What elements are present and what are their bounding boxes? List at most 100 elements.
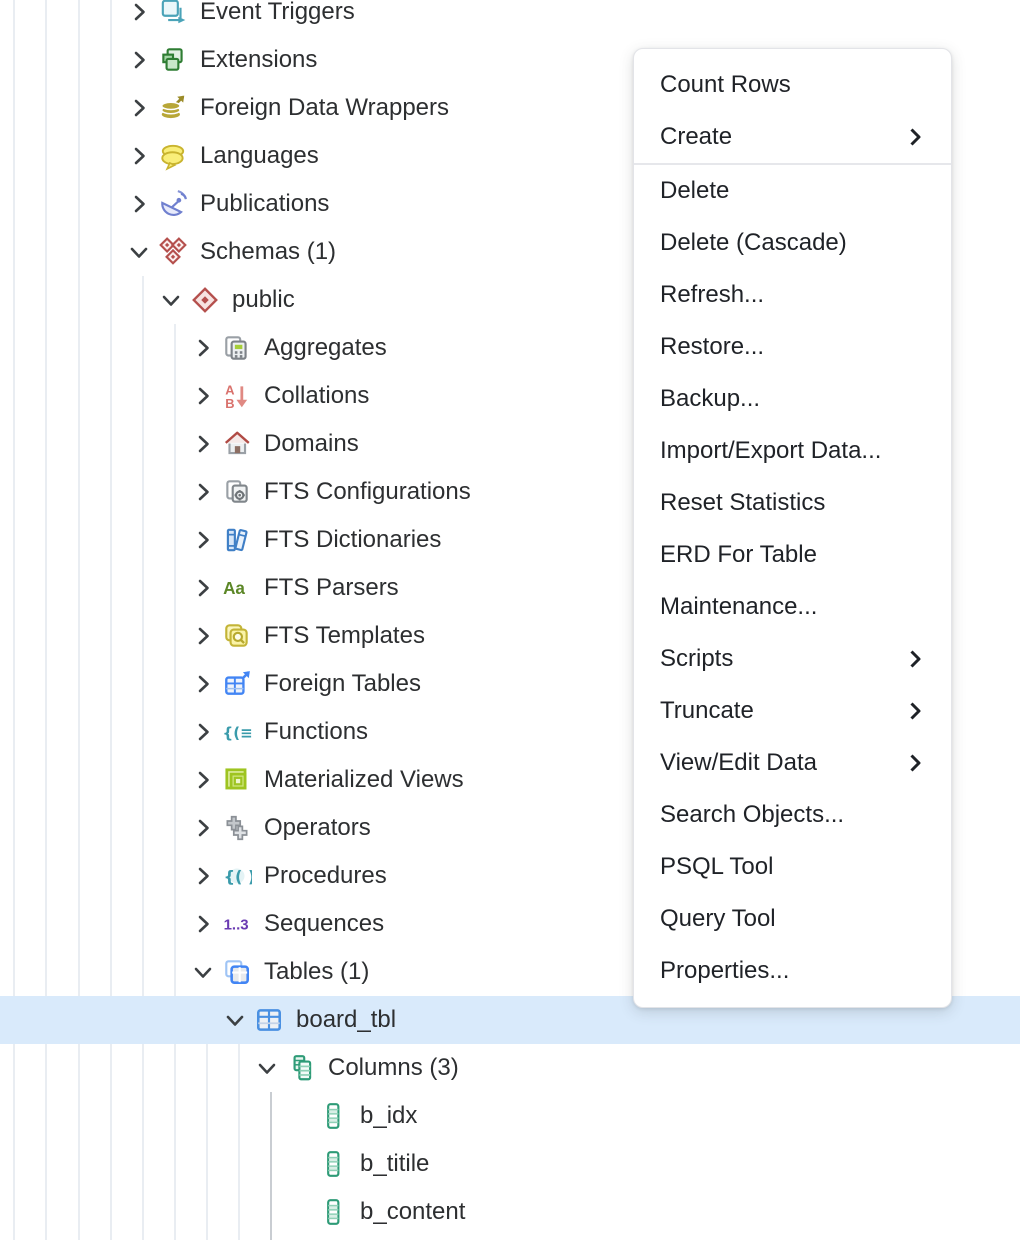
tree-item-extensions[interactable]: Extensions: [0, 36, 1020, 84]
table-icon: [254, 1005, 284, 1035]
chevron-right-icon[interactable]: [190, 719, 216, 745]
tree-item-operators[interactable]: Operators: [0, 804, 1020, 852]
tree-item-label: b_titile: [360, 1150, 430, 1177]
twisty-spacer: [286, 1151, 312, 1177]
menu-item-label: ERD For Table: [660, 541, 817, 568]
tree-item-materialized-views[interactable]: Materialized Views: [0, 756, 1020, 804]
chevron-right-icon[interactable]: [190, 671, 216, 697]
tree-item-label: FTS Templates: [264, 622, 425, 649]
tree-item-aggregates[interactable]: Aggregates: [0, 324, 1020, 372]
chevron-right-icon[interactable]: [190, 383, 216, 409]
chevron-down-icon[interactable]: [126, 239, 152, 265]
tree-item-fts-configurations[interactable]: FTS Configurations: [0, 468, 1020, 516]
chevron-right-icon[interactable]: [126, 191, 152, 217]
menu-item-import-export-data[interactable]: Import/Export Data...: [634, 425, 951, 477]
tree-item-tables-1[interactable]: Tables (1): [0, 948, 1020, 996]
tree-item-event-triggers[interactable]: Event Triggers: [0, 0, 1020, 36]
menu-item-query-tool[interactable]: Query Tool: [634, 893, 951, 945]
tree-item-fts-dictionaries[interactable]: FTS Dictionaries: [0, 516, 1020, 564]
menu-item-delete[interactable]: Delete: [634, 165, 951, 217]
tree-item-label: Domains: [264, 430, 359, 457]
tree-item-label: board_tbl: [296, 1006, 397, 1033]
menu-item-label: Properties...: [660, 957, 790, 984]
columns-icon: [286, 1053, 316, 1083]
menu-item-label: Delete: [660, 177, 730, 204]
menu-item-label: Delete (Cascade): [660, 229, 847, 256]
menu-item-restore[interactable]: Restore...: [634, 321, 951, 373]
tree-item-label: Operators: [264, 814, 371, 841]
chevron-right-icon[interactable]: [190, 527, 216, 553]
tree-item-columns-3[interactable]: Columns (3): [0, 1044, 1020, 1092]
menu-item-label: Truncate: [660, 697, 754, 724]
tree-item-foreign-tables[interactable]: Foreign Tables: [0, 660, 1020, 708]
chevron-down-icon[interactable]: [254, 1055, 280, 1081]
menu-item-label: Restore...: [660, 333, 765, 360]
chevron-down-icon[interactable]: [158, 287, 184, 313]
chevron-right-icon[interactable]: [190, 623, 216, 649]
indent-guide: [78, 0, 80, 1240]
menu-item-delete-cascade[interactable]: Delete (Cascade): [634, 217, 951, 269]
svg-text:Aa: Aa: [223, 578, 245, 598]
tree-item-fts-templates[interactable]: FTS Templates: [0, 612, 1020, 660]
menu-item-psql-tool[interactable]: PSQL Tool: [634, 841, 951, 893]
tree-item-schemas-1[interactable]: Schemas (1): [0, 228, 1020, 276]
tree-item-b-idx[interactable]: b_idx: [0, 1092, 1020, 1140]
menu-item-properties[interactable]: Properties...: [634, 945, 951, 997]
tree-item-label: Event Triggers: [200, 0, 355, 25]
menu-item-count-rows[interactable]: Count Rows: [634, 59, 951, 111]
svg-text:A: A: [225, 382, 234, 397]
chevron-right-icon[interactable]: [126, 0, 152, 25]
menu-item-erd-for-table[interactable]: ERD For Table: [634, 529, 951, 581]
menu-item-scripts[interactable]: Scripts: [634, 633, 951, 685]
tree-item-procedures[interactable]: {( )}Procedures: [0, 852, 1020, 900]
chevron-right-icon[interactable]: [126, 143, 152, 169]
tree-item-label: Functions: [264, 718, 369, 745]
procedures-icon: {( )}: [222, 861, 252, 891]
menu-item-reset-statistics[interactable]: Reset Statistics: [634, 477, 951, 529]
chevron-right-icon[interactable]: [190, 575, 216, 601]
tree-item-b-titile[interactable]: b_titile: [0, 1140, 1020, 1188]
tree-item-publications[interactable]: Publications: [0, 180, 1020, 228]
tree-item-functions[interactable]: {(≡)}Functions: [0, 708, 1020, 756]
submenu-arrow-icon: [903, 125, 927, 149]
tree-item-label: Materialized Views: [264, 766, 464, 793]
menu-item-maintenance[interactable]: Maintenance...: [634, 581, 951, 633]
chevron-right-icon[interactable]: [126, 95, 152, 121]
fts-configurations-icon: [222, 477, 252, 507]
extensions-icon: [158, 45, 188, 75]
menu-item-refresh[interactable]: Refresh...: [634, 269, 951, 321]
chevron-right-icon[interactable]: [190, 479, 216, 505]
menu-item-backup[interactable]: Backup...: [634, 373, 951, 425]
tree-item-public[interactable]: public: [0, 276, 1020, 324]
menu-item-view-edit-data[interactable]: View/Edit Data: [634, 737, 951, 789]
tree-item-b-content[interactable]: b_content: [0, 1188, 1020, 1236]
menu-item-truncate[interactable]: Truncate: [634, 685, 951, 737]
twisty-spacer: [286, 1103, 312, 1129]
chevron-right-icon[interactable]: [190, 815, 216, 841]
tree-item-languages[interactable]: Languages: [0, 132, 1020, 180]
indent-guide: [206, 996, 208, 1240]
tree-item-label: b_idx: [360, 1102, 418, 1129]
chevron-right-icon[interactable]: [126, 47, 152, 73]
materialized-views-icon: [222, 765, 252, 795]
tree-item-foreign-data-wrappers[interactable]: Foreign Data Wrappers: [0, 84, 1020, 132]
chevron-right-icon[interactable]: [190, 335, 216, 361]
chevron-right-icon[interactable]: [190, 863, 216, 889]
menu-item-search-objects[interactable]: Search Objects...: [634, 789, 951, 841]
tree-item-domains[interactable]: Domains: [0, 420, 1020, 468]
chevron-down-icon[interactable]: [222, 1007, 248, 1033]
tree-item-label: Foreign Data Wrappers: [200, 94, 449, 121]
tree-item-label: Collations: [264, 382, 370, 409]
chevron-right-icon[interactable]: [190, 767, 216, 793]
chevron-right-icon[interactable]: [190, 431, 216, 457]
chevron-right-icon[interactable]: [190, 911, 216, 937]
menu-item-label: Scripts: [660, 645, 734, 672]
chevron-down-icon[interactable]: [190, 959, 216, 985]
menu-item-create[interactable]: Create: [634, 111, 951, 163]
tree-item-label: Foreign Tables: [264, 670, 421, 697]
menu-item-label: Refresh...: [660, 281, 765, 308]
